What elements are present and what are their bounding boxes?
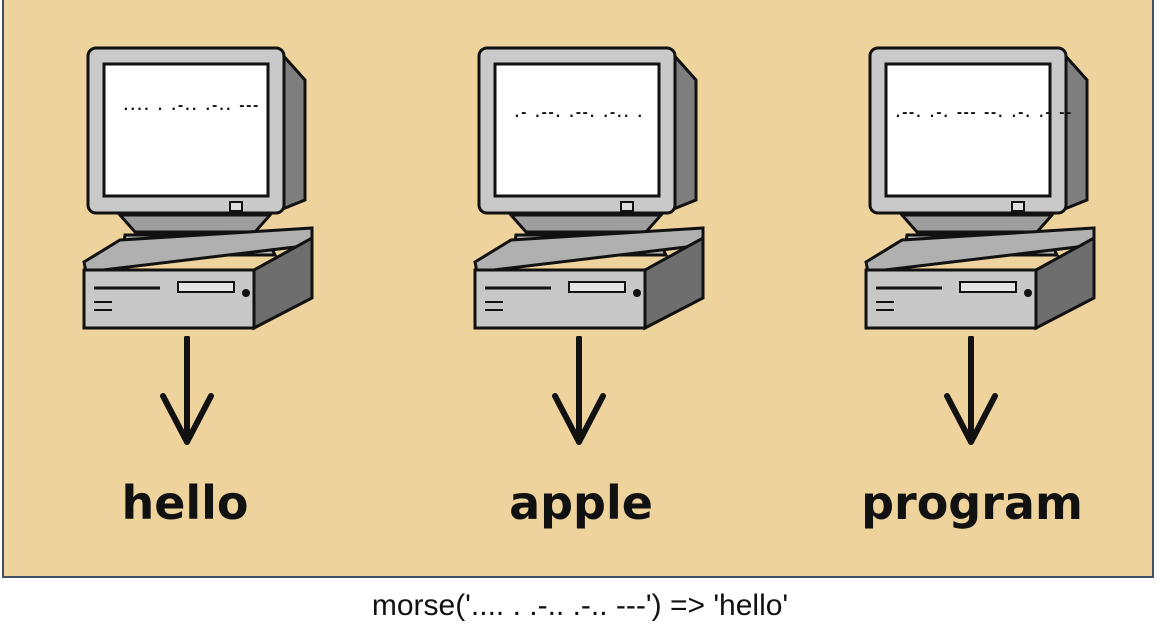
computer-icon	[82, 46, 314, 331]
station-apple: .- .--. .--. .-.. . apple	[471, 0, 731, 578]
diagram-panel: .... . .-.. .-.. --- hello .- .--. .--. …	[2, 0, 1154, 578]
morse-readout: .... . .-.. .-.. ---	[122, 99, 260, 114]
down-arrow-icon	[160, 336, 214, 445]
station-program: .--. .-. --- --. .-. .- -- program	[861, 0, 1122, 578]
computer-icon	[864, 46, 1096, 331]
morse-readout: .--. .-. --- --. .-. .- --	[894, 106, 1072, 121]
morse-readout: .- .--. .--. .-.. .	[513, 106, 644, 121]
decoded-word: apple	[509, 476, 653, 530]
decoded-word: program	[861, 476, 1083, 530]
computer-icon	[473, 46, 705, 331]
down-arrow-icon	[552, 336, 606, 445]
caption-example: morse('.... . .-.. .-.. ---') => 'hello'	[371, 589, 789, 622]
decoded-word: hello	[121, 476, 249, 530]
station-hello: .... . .-.. .-.. --- hello	[80, 0, 340, 578]
down-arrow-icon	[944, 336, 998, 445]
